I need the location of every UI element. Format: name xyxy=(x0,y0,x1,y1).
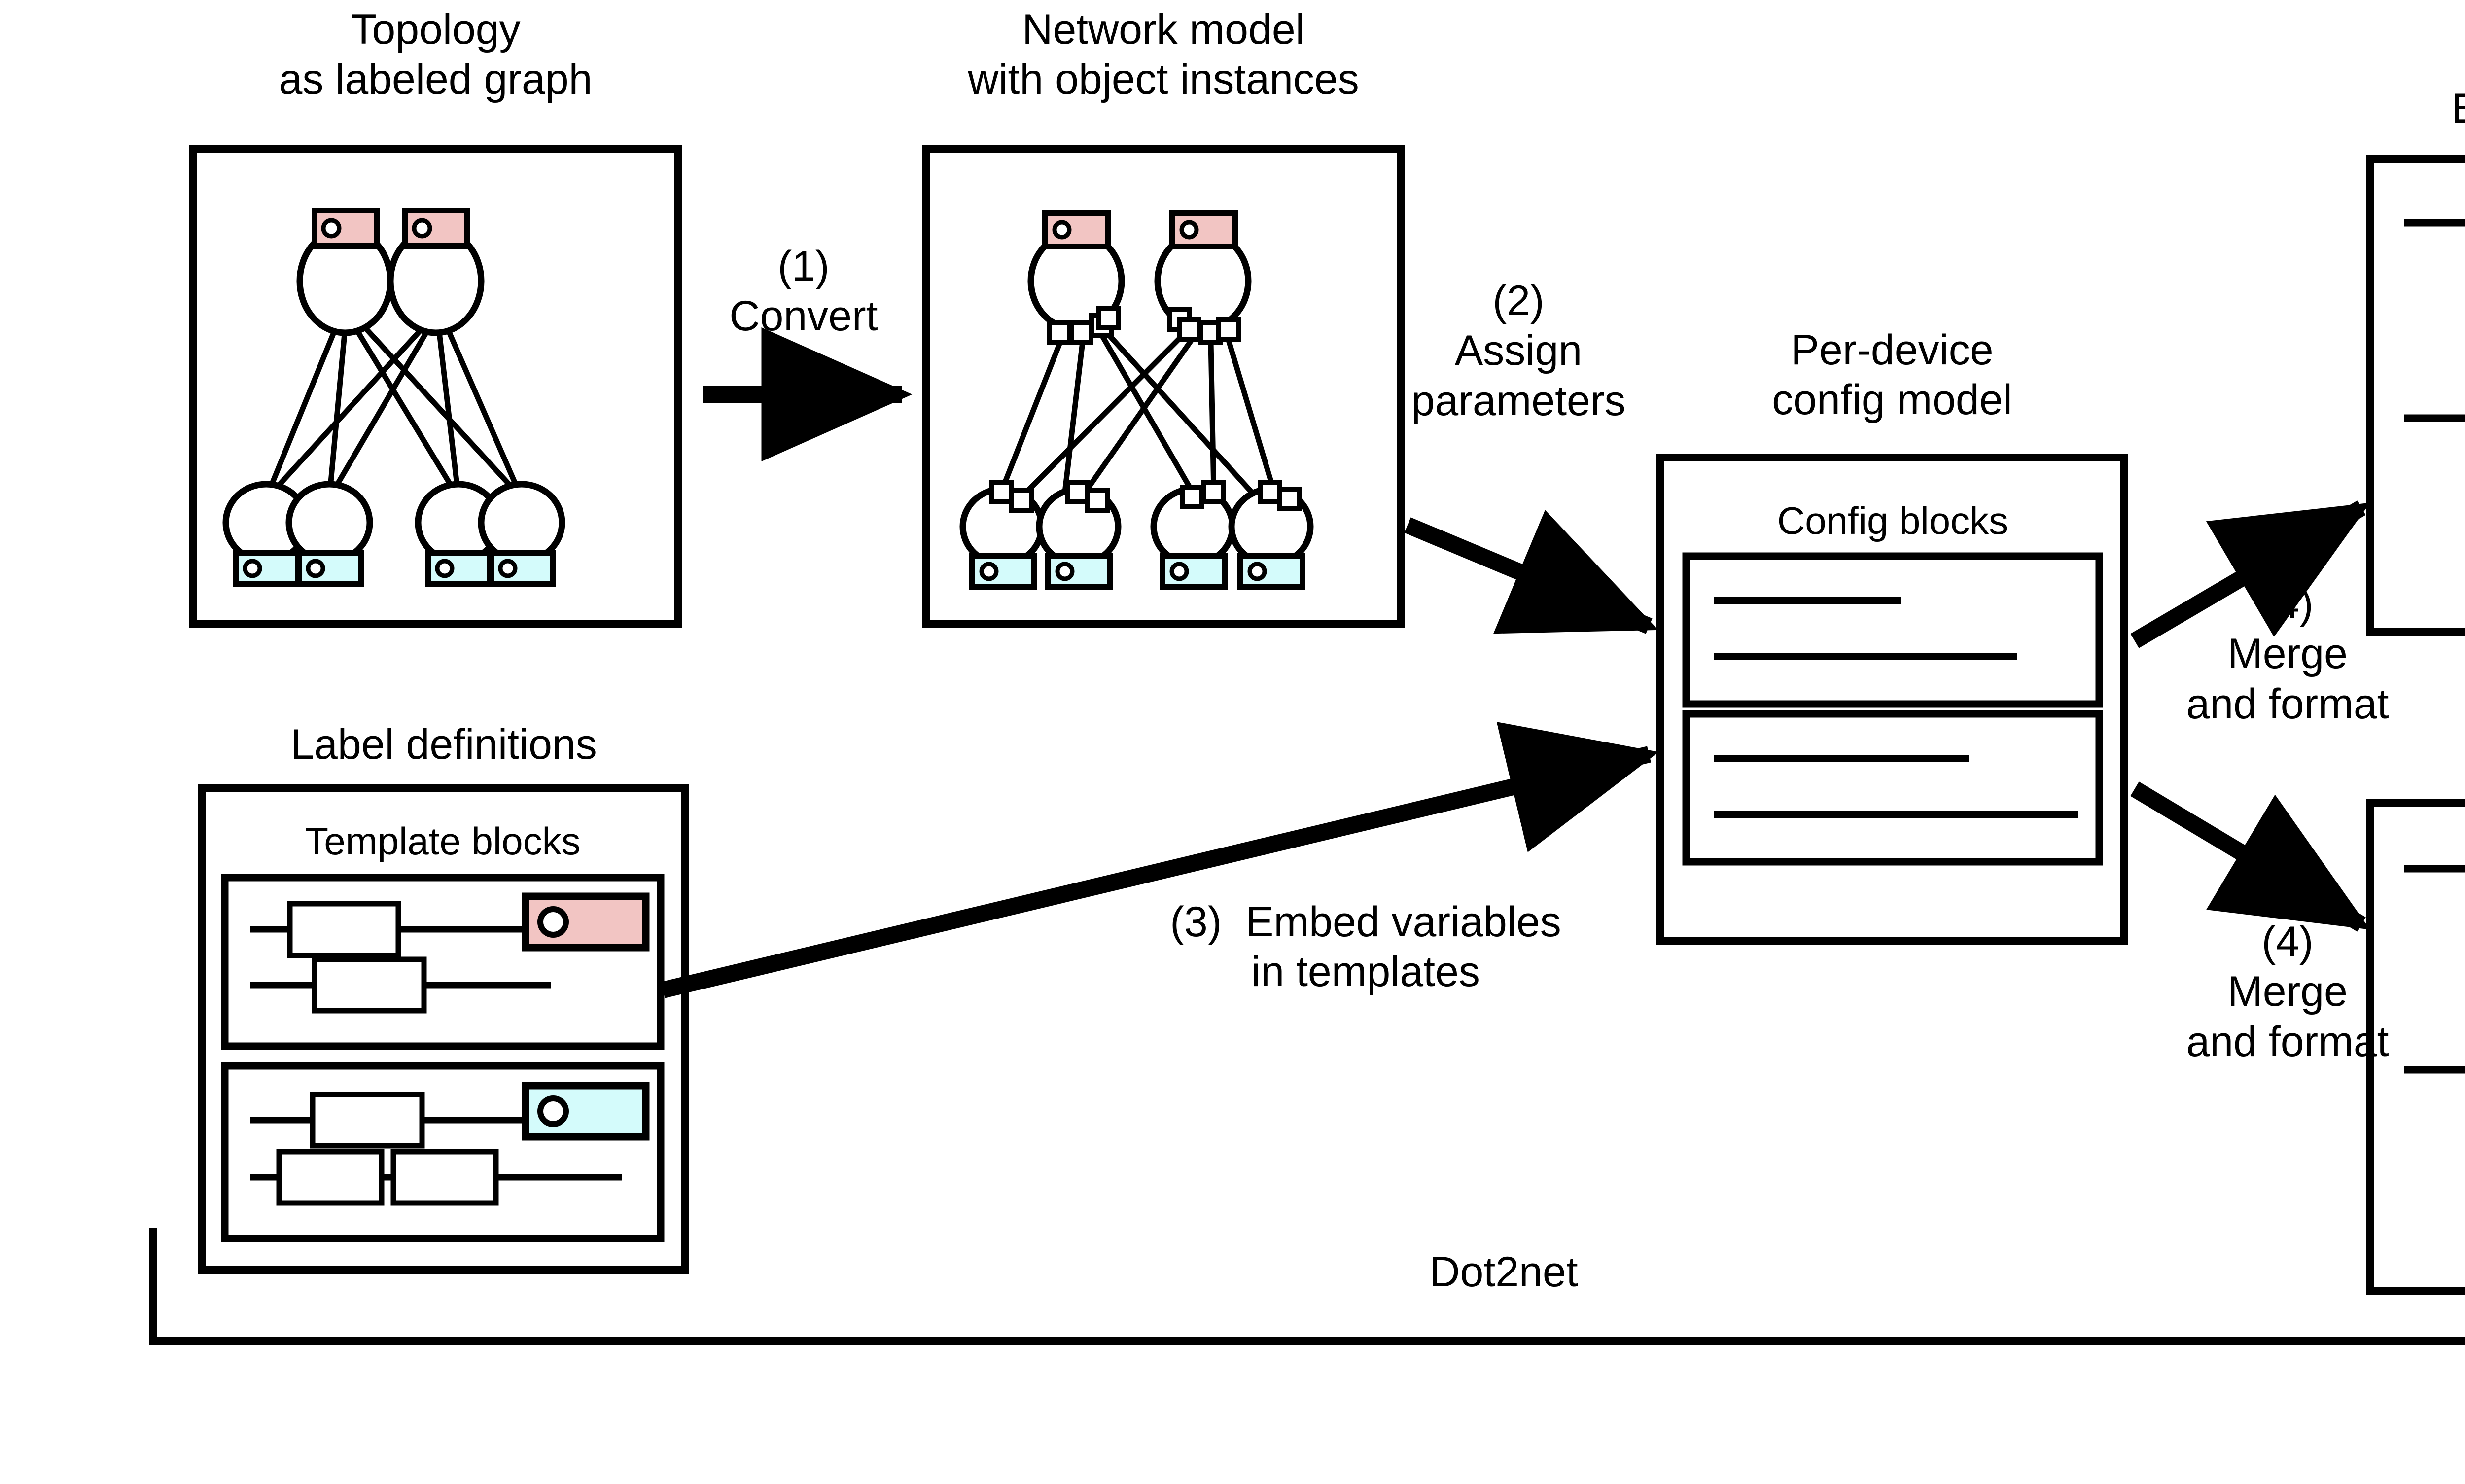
emulation-config-doc xyxy=(2366,155,2465,636)
label-definitions-title: Label definitions xyxy=(290,721,597,768)
topology-bottom-labels xyxy=(233,550,556,587)
arrow-label-convert: (1)Convert xyxy=(729,243,878,340)
network-model-graph xyxy=(998,332,1278,499)
topology-graph xyxy=(263,318,525,501)
network-model-interface-squares-bottom xyxy=(989,480,1302,513)
dot2net-bracket xyxy=(149,1228,2465,1345)
network-model-interface-squares-top xyxy=(1047,306,1241,345)
arrow-merge-format-top xyxy=(2130,500,2370,648)
template-block-1 xyxy=(221,874,665,1050)
arrow-embed-variables xyxy=(661,722,1659,998)
network-model-top-nodes xyxy=(1027,229,1252,333)
config-files-doc xyxy=(2366,799,2465,1295)
template-blocks-title: Template blocks xyxy=(305,819,581,863)
network-model-bottom-labels xyxy=(969,553,1305,590)
arrow-assign-parameters xyxy=(1404,510,1658,634)
config-block-1 xyxy=(1682,552,2103,708)
config-blocks-title: Config blocks xyxy=(1777,499,2008,542)
topology-top-labels xyxy=(312,208,470,249)
arrow-merge-format-bottom xyxy=(2130,781,2370,932)
dot2net-bracket-label: Dot2net xyxy=(1429,1248,1578,1296)
emulation-config-title: Emulation config xyxy=(2347,84,2465,134)
config-files-title: Config files xyxy=(2347,729,2465,778)
template-block-2 xyxy=(221,1062,665,1242)
topology-top-nodes xyxy=(296,226,485,336)
config-block-2 xyxy=(1682,710,2103,866)
network-model-top-labels xyxy=(1042,210,1238,249)
